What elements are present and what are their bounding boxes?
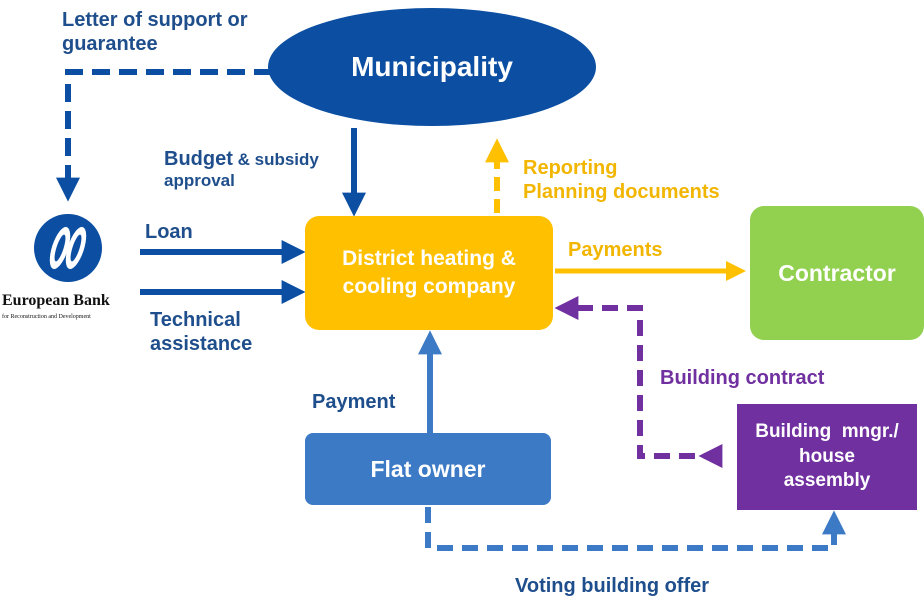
payment-label: Payment xyxy=(312,391,396,413)
municipality-node: Municipality xyxy=(268,8,596,126)
budget-label-line2: approval xyxy=(164,171,235,190)
district-heating-node: District heating & cooling company xyxy=(305,216,553,330)
bank-name: European Bank xyxy=(2,292,110,309)
building-manager-label-line1: Building mngr./ xyxy=(755,420,899,442)
contractor-node: Contractor xyxy=(750,206,924,340)
letter-of-support-line2: guarantee xyxy=(62,33,158,55)
letter-of-support-label: Letter of support or guarantee xyxy=(62,8,248,56)
letter-of-support-line1: Letter of support or xyxy=(62,9,248,31)
technical-assistance-line1: Technical xyxy=(150,309,241,331)
building-contract-arrow xyxy=(554,296,723,468)
budget-label-rest: & subsidy xyxy=(232,150,319,169)
district-heating-label-line2: cooling company xyxy=(342,275,516,298)
building-manager-label-line2: house xyxy=(799,445,855,467)
payments-label: Payments xyxy=(568,239,663,261)
ebrd-logo-icon xyxy=(34,214,102,282)
flat-owner-node: Flat owner xyxy=(305,433,551,505)
voting-label: Voting building offer xyxy=(515,575,710,597)
reporting-label: Reporting Planning documents xyxy=(523,156,720,204)
budget-label-main: Budget xyxy=(164,148,233,170)
reporting-line2: Planning documents xyxy=(523,181,720,203)
technical-assistance-line2: assistance xyxy=(150,333,253,355)
bank-subtitle: for Reconstruction and Development xyxy=(2,314,91,320)
loan-label: Loan xyxy=(145,221,193,243)
building-manager-node: Building mngr./ house assembly xyxy=(737,404,917,510)
budget-approval-label: Budget & subsidy approval xyxy=(164,147,319,191)
building-contract-label: Building contract xyxy=(660,367,825,389)
reporting-line1: Reporting xyxy=(523,157,618,179)
technical-assistance-label: Technical assistance xyxy=(150,308,252,356)
letter-of-support-arrow xyxy=(56,69,272,202)
building-manager-label-line3: assembly xyxy=(783,470,871,492)
municipality-label: Municipality xyxy=(351,51,513,82)
voting-arrow xyxy=(425,507,846,551)
contractor-label: Contractor xyxy=(778,259,896,286)
district-heating-label-line1: District heating & xyxy=(342,246,516,270)
flat-owner-label: Flat owner xyxy=(370,455,486,482)
